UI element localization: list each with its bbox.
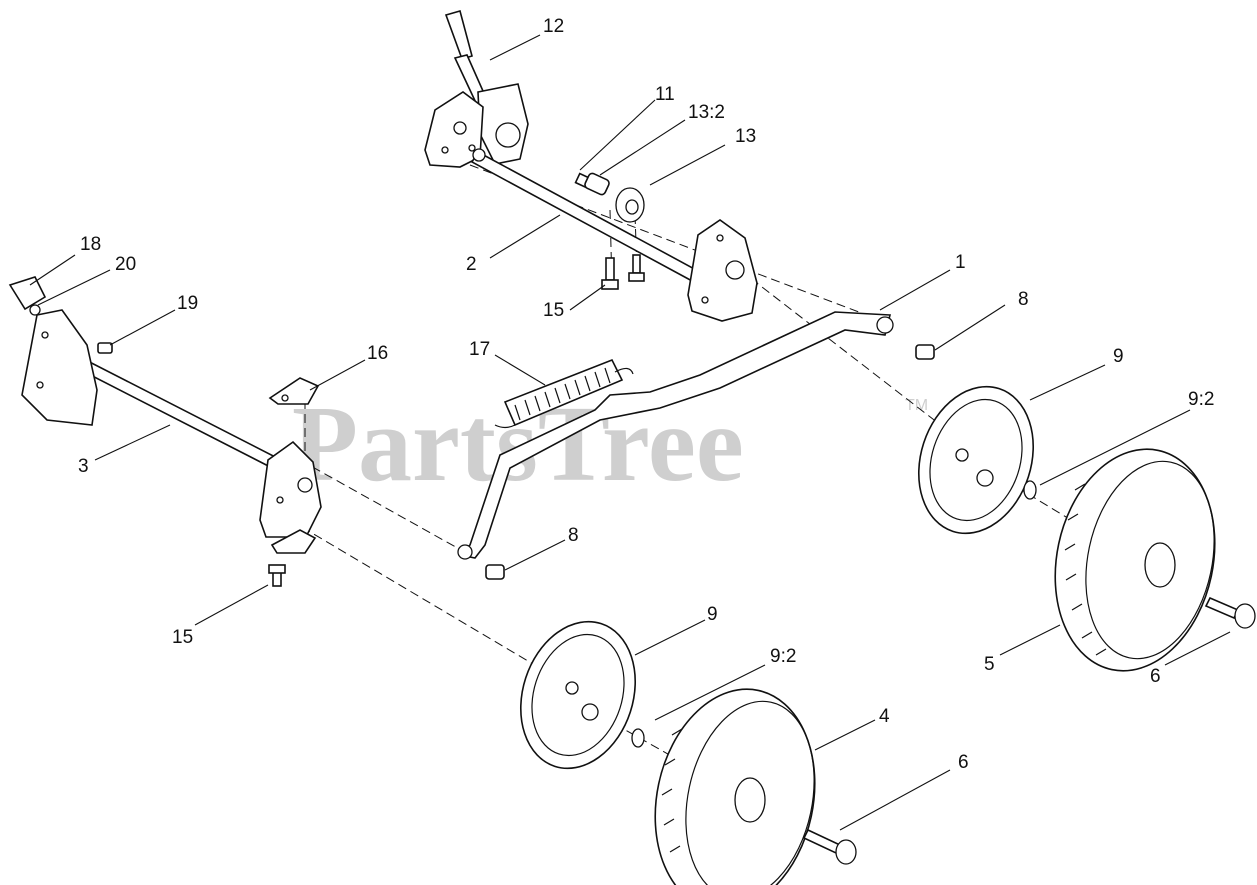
callout-9-2-left: 9:2 [770,646,796,667]
nut-part-8-left [485,564,505,580]
callout-3: 3 [78,456,89,477]
callout-19: 19 [177,293,198,314]
callout-18: 18 [80,234,101,255]
wheel-part-5 [1054,448,1216,672]
center-lower-plate [259,440,322,538]
callout-16: 16 [367,343,388,364]
bolt-part-15-lower [268,564,286,587]
callout-17: 17 [469,339,490,360]
callout-9-left: 9 [707,604,718,625]
watermark-trademark: TM [905,397,928,414]
wheel-part-4 [654,688,816,885]
callout-12: 12 [543,16,564,37]
adjuster-bar-part-1 [457,311,894,560]
bracket-part-16 [268,377,320,405]
part-20-washer [29,304,41,316]
callout-2: 2 [466,254,477,275]
callout-15-upper: 15 [543,300,564,321]
nut-part-8-right [915,344,935,360]
callout-1: 1 [955,252,966,273]
callout-13: 13 [735,126,756,147]
bolt-part-15-upper [601,254,645,290]
callout-20: 20 [115,254,136,275]
lower-axle-rod-part-3 [63,350,287,474]
right-side-plate [687,219,758,322]
bolt-part-6-right [1204,596,1256,629]
callout-6-right: 6 [1150,666,1161,687]
callout-8-right: 8 [1018,289,1029,310]
left-plate [21,309,98,426]
callout-15-lower: 15 [172,627,193,648]
callout-8-left: 8 [568,525,579,546]
handle-lever-part-12 [444,10,529,165]
callout-9-right: 9 [1113,346,1124,367]
spring-part-17 [494,358,634,429]
wheel-cover-part-9-left [519,620,637,770]
bushings-parts-11-13 [574,172,645,223]
bracket-lower [270,529,317,554]
wheel-cover-part-9-right [917,385,1035,535]
washer-part-9-2-right [1023,480,1037,500]
bolt-part-6-left [802,828,857,865]
washer-part-9-2-left [631,728,645,748]
leader-lines [29,34,1231,831]
callout-13-2: 13:2 [688,102,725,123]
upper-axle-rod-part-2 [470,148,702,284]
upper-bracket [424,91,484,168]
part-18-clip [8,276,47,311]
callout-9-2-right: 9:2 [1188,389,1214,410]
callout-6-left: 6 [958,752,969,773]
callout-5: 5 [984,654,995,675]
callout-labels: 12 11 13:2 13 2 15 1 8 9 9:2 18 20 19 16… [78,16,1214,773]
callout-11: 11 [655,84,675,105]
callout-4: 4 [879,706,890,727]
part-19-bolt [97,342,113,354]
